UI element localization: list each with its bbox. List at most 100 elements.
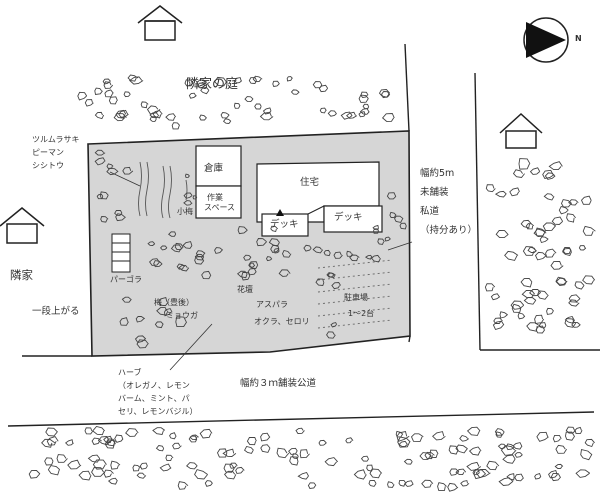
shrub-mark: [249, 261, 259, 269]
herbs-label: ハーブ （オレガノ、レモン バーム、ミント、パ セリ、レモンバジル）: [118, 368, 198, 416]
shrub-mark: [214, 247, 224, 254]
flower-bed-label: 花壇: [237, 285, 253, 294]
asparagus-label: アスパラ: [256, 300, 288, 309]
shrub-mark: [197, 82, 206, 89]
shrub-mark: [172, 442, 182, 450]
shrub-mark: [147, 241, 156, 246]
workspace-label: 作業 スペース: [204, 193, 236, 212]
shrub-mark: [514, 473, 524, 482]
shrub-mark: [495, 431, 503, 438]
shrub-mark: [318, 439, 327, 446]
shrub-mark: [475, 468, 491, 479]
shrub-mark: [324, 457, 339, 467]
shrub-mark: [223, 470, 237, 480]
neighbor-left-label: 隣家: [10, 268, 33, 282]
shrub-mark: [45, 427, 58, 437]
shrub-mark: [555, 276, 568, 285]
shrub-mark: [447, 482, 459, 492]
shrub-mark: [330, 322, 338, 328]
shrub-mark: [512, 442, 523, 450]
shrub-mark: [522, 246, 537, 256]
shrub-mark: [389, 211, 397, 218]
shrub-mark: [105, 438, 116, 447]
shrub-mark: [568, 294, 581, 303]
compass-north-label: N: [575, 34, 582, 43]
shrub-mark: [121, 296, 132, 303]
shrub-mark: [404, 480, 414, 487]
shrub-mark: [77, 91, 88, 101]
shrub-mark: [134, 335, 147, 344]
shrub-mark: [270, 245, 280, 254]
house-label: 住宅: [300, 177, 320, 188]
shrub-mark: [410, 433, 424, 442]
shrub-mark: [84, 427, 94, 435]
shrub-mark: [259, 111, 274, 121]
shrub-mark: [188, 92, 197, 99]
shrub-mark: [565, 431, 576, 441]
shrub-mark: [396, 430, 410, 442]
shrub-mark: [580, 195, 592, 205]
shrub-mark: [326, 272, 335, 278]
shrub-mark: [103, 435, 113, 444]
compass-icon: [523, 17, 569, 63]
shrub-mark: [468, 446, 482, 456]
house-icon: [0, 207, 45, 244]
shrub-mark: [171, 122, 181, 130]
shrub-mark: [290, 89, 300, 95]
shrub-mark: [168, 231, 177, 237]
shrub-mark: [246, 437, 257, 446]
shrub-mark: [96, 193, 104, 200]
shrub-mark: [136, 472, 147, 479]
shrub-mark: [196, 79, 208, 87]
shrub-mark: [455, 444, 468, 454]
shrub-mark: [119, 317, 129, 326]
shrub-mark: [94, 157, 106, 166]
shrub-mark: [252, 75, 263, 83]
shrub-mark: [276, 447, 290, 459]
vegetables-label: ツルムラサキ ピーマン シシトウ: [32, 135, 80, 170]
shrub-mark: [158, 297, 169, 307]
shrub-mark: [46, 436, 59, 446]
shrub-mark: [381, 113, 395, 122]
shrub-mark: [424, 451, 435, 460]
shrub-mark: [353, 469, 367, 480]
shrub-mark: [132, 464, 141, 472]
shrub-mark: [358, 111, 366, 118]
shrub-mark: [199, 428, 213, 439]
shrub-mark: [510, 300, 525, 310]
shrub-mark: [159, 463, 172, 472]
shrub-mark: [564, 315, 576, 324]
shrub-mark: [529, 167, 541, 175]
shrub-mark: [297, 471, 309, 480]
shed-building: [195, 145, 242, 187]
shrub-mark: [268, 238, 280, 247]
shrub-mark: [260, 444, 271, 453]
shrub-mark: [164, 308, 173, 317]
shrub-mark: [148, 258, 160, 266]
shrub-mark: [92, 425, 106, 436]
shrub-mark: [459, 434, 470, 442]
shrub-mark: [222, 118, 232, 124]
deck-1-label: デッキ: [270, 219, 299, 230]
shrub-mark: [154, 321, 164, 329]
shrub-mark: [87, 454, 101, 463]
shrub-mark: [345, 437, 354, 444]
shrub-mark: [233, 102, 241, 109]
shrub-mark: [500, 445, 517, 456]
shrub-mark: [155, 445, 165, 452]
shrub-mark: [520, 219, 532, 229]
pergola-label: パーゴラ: [110, 275, 142, 284]
shrub-mark: [582, 275, 596, 285]
shrub-mark: [273, 247, 280, 254]
shrub-mark: [286, 76, 293, 82]
shrub-mark: [349, 254, 360, 262]
shrub-mark: [537, 290, 549, 300]
shrub-mark: [498, 477, 514, 486]
shrub-mark: [135, 316, 146, 323]
shrub-mark: [543, 193, 555, 201]
shrub-mark: [545, 248, 557, 258]
shrub-mark: [319, 107, 327, 114]
shrub-mark: [437, 482, 447, 491]
deck-2-label: デッキ: [334, 212, 363, 223]
shrub-mark: [580, 449, 593, 461]
